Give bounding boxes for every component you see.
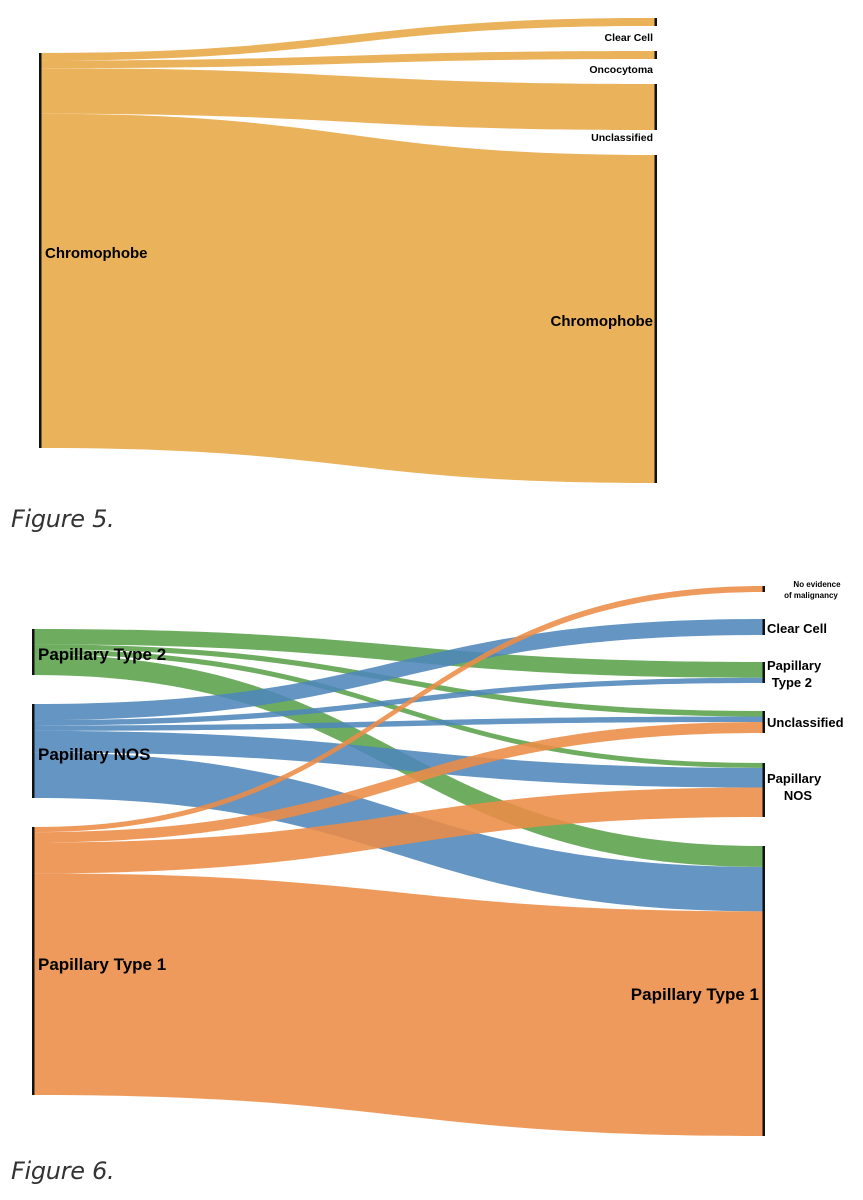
figure-5-caption: Figure 5. — [11, 505, 115, 533]
figure-5-flows — [41, 18, 655, 484]
f6-left-node-papillary-type-2 — [32, 629, 35, 675]
f6-right-label-no-evidence-line1: No evidence — [793, 580, 841, 589]
figure-6-node-bars — [32, 586, 765, 1136]
f5-right-node-clear-cell — [654, 18, 657, 26]
figure-5-sankey: Chromophobe Clear Cell Oncocytoma Unclas… — [39, 18, 657, 484]
f6-flow-papillary-type-2-to-papillary-type-2 — [34, 629, 763, 678]
f6-right-node-papillary-nos — [762, 763, 765, 817]
f6-right-label-clear-cell: Clear Cell — [767, 621, 827, 636]
f6-flow-papillary-nos-to-clear-cell — [34, 619, 763, 721]
f6-right-label-papillary-nos-line2: NOS — [784, 788, 813, 803]
f6-right-label-papillary-type-2-line1: Papillary — [767, 658, 822, 673]
f6-right-node-no-evidence-of-malignancy — [762, 586, 765, 592]
f6-right-label-papillary-type-2-line2: Type 2 — [772, 675, 812, 690]
f6-right-node-unclassified — [762, 711, 765, 733]
f6-flow-papillary-nos-to-papillary-nos — [34, 730, 763, 788]
f5-left-label-chromophobe: Chromophobe — [45, 245, 148, 262]
f6-flow-papillary-type-1-to-papillary-nos — [34, 787, 763, 874]
f6-right-label-no-evidence-line2: of malignancy — [784, 591, 838, 600]
f6-flow-papillary-type-1-to-no-evidence-of-malignancy — [34, 586, 763, 833]
f6-left-node-papillary-nos — [32, 704, 35, 798]
f6-right-label-papillary-type-1: Papillary Type 1 — [631, 985, 759, 1004]
f6-flow-papillary-nos-to-papillary-type-2 — [34, 677, 763, 726]
f6-left-label-papillary-type-2: Papillary Type 2 — [38, 645, 166, 664]
f5-flow-chromophobe-to-oncocytoma — [41, 51, 655, 69]
f5-right-node-chromophobe — [654, 155, 657, 483]
f5-flow-chromophobe-to-clear-cell — [41, 18, 655, 61]
f5-right-label-chromophobe: Chromophobe — [551, 313, 654, 330]
f5-flow-chromophobe-to-unclassified — [41, 68, 655, 130]
f5-left-node-chromophobe — [39, 53, 42, 448]
f6-flow-papillary-type-2-to-unclassified — [34, 644, 763, 717]
f6-right-node-papillary-type-1 — [762, 846, 765, 1136]
f6-left-label-papillary-nos: Papillary NOS — [38, 745, 150, 764]
f5-right-node-oncocytoma — [654, 51, 657, 59]
f5-right-label-unclassified: Unclassified — [591, 132, 653, 144]
f6-flow-papillary-type-1-to-unclassified — [34, 722, 763, 843]
f6-right-label-unclassified: Unclassified — [767, 715, 844, 730]
f5-right-label-oncocytoma: Oncocytoma — [589, 64, 653, 76]
f6-right-node-clear-cell — [762, 619, 765, 635]
f5-right-label-clear-cell: Clear Cell — [605, 32, 654, 44]
f6-left-label-papillary-type-1: Papillary Type 1 — [38, 955, 166, 974]
f6-right-node-papillary-type-2 — [762, 662, 765, 683]
f6-right-label-papillary-nos-line1: Papillary — [767, 771, 822, 786]
f5-right-node-unclassified — [654, 84, 657, 130]
f6-left-node-papillary-type-1 — [32, 827, 35, 1095]
figure-6-flows — [34, 586, 763, 1136]
figure-6-sankey: Papillary Type 2 Papillary NOS Papillary… — [32, 580, 844, 1136]
f6-flow-papillary-nos-to-unclassified — [34, 716, 763, 731]
figure-6-caption: Figure 6. — [11, 1157, 115, 1185]
f5-flow-chromophobe-to-chromophobe — [41, 113, 655, 484]
f6-flow-papillary-type-1-to-papillary-type-1 — [34, 873, 763, 1136]
figure-5-node-bars — [39, 18, 657, 483]
